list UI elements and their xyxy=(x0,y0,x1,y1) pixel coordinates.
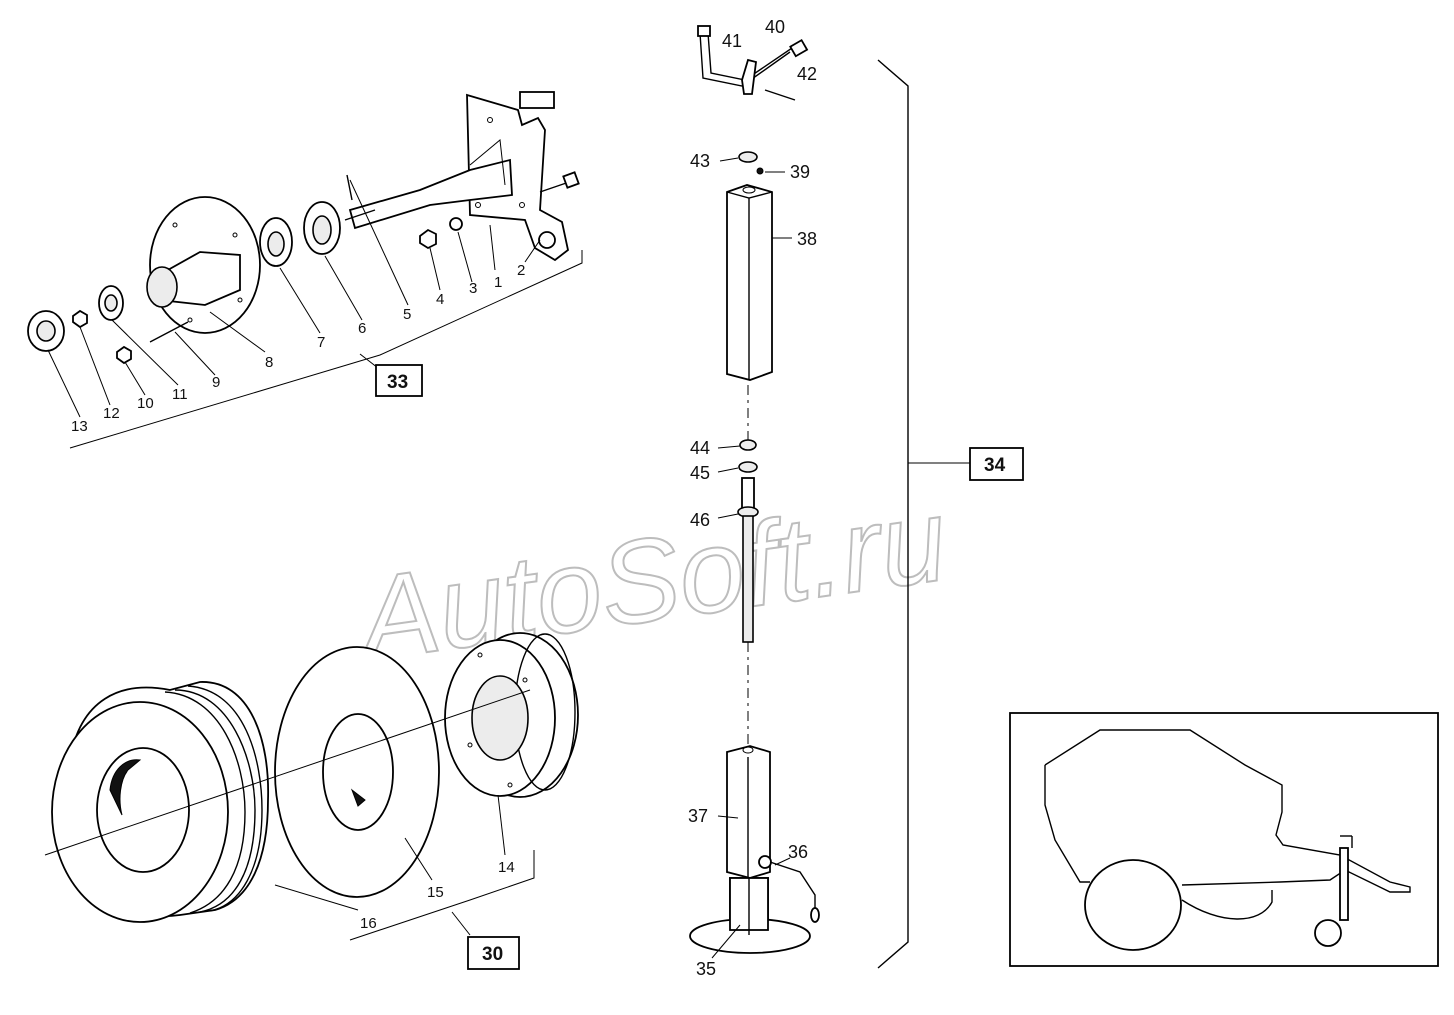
axle-bolt xyxy=(344,209,376,221)
part-label-45: 45 xyxy=(690,463,710,483)
part-label-5: 5 xyxy=(403,306,411,323)
part-label-40: 40 xyxy=(765,17,785,37)
svg-text:AutoSoft.ru: AutoSoft.ru xyxy=(345,473,954,687)
group-label-33: 33 xyxy=(387,372,408,393)
part-label-11: 11 xyxy=(172,386,188,403)
group-label-34: 34 xyxy=(984,455,1006,476)
group-33-box xyxy=(375,364,423,397)
part-label-13: 13 xyxy=(71,418,88,435)
inset-frame xyxy=(1009,712,1439,967)
jack-stand-group: 41 40 42 43 39 38 44 45 46 xyxy=(688,17,1024,979)
watermark: AutoSoft.ru xyxy=(344,472,955,688)
part-label-38: 38 xyxy=(797,229,817,249)
part-label-1: 1 xyxy=(494,274,502,291)
group-33-bracket xyxy=(69,250,583,449)
handle-grip-40 xyxy=(789,38,809,58)
castle-nut-12 xyxy=(72,309,88,329)
part-label-37: 37 xyxy=(688,806,708,826)
axle-arm xyxy=(348,158,513,230)
nut-4 xyxy=(419,228,437,250)
crank-handle-41 xyxy=(699,32,791,87)
grease-nipple-39 xyxy=(756,167,764,175)
part-label-36: 36 xyxy=(788,842,808,862)
part-label-35: 35 xyxy=(696,959,716,979)
part-label-10: 10 xyxy=(137,395,154,412)
part-label-8: 8 xyxy=(265,354,273,371)
part-label-15: 15 xyxy=(427,884,444,901)
part-label-41: 41 xyxy=(722,31,742,51)
group-34-box xyxy=(969,447,1024,481)
wheel-group: 16 15 14 30 xyxy=(44,632,579,970)
group-34-bracket xyxy=(877,59,909,969)
part-label-12: 12 xyxy=(103,405,120,422)
spindle-collar-46 xyxy=(741,477,755,509)
washer-43 xyxy=(738,151,758,163)
wheel-stud-9 xyxy=(149,321,189,343)
hub-assembly-group: 1 2 3 4 5 6 7 8 9 10 11 12 13 33 xyxy=(27,91,583,449)
part-label-2: 2 xyxy=(517,262,525,279)
mounting-bracket-plate xyxy=(466,93,569,262)
wheel-nut-10 xyxy=(116,345,132,365)
part-label-7: 7 xyxy=(317,334,325,351)
part-label-46: 46 xyxy=(690,510,710,530)
group-30-bracket xyxy=(349,850,535,941)
pin-42 xyxy=(764,89,796,101)
part-label-4: 4 xyxy=(436,291,444,308)
washer-45 xyxy=(738,461,758,473)
part-label-16: 16 xyxy=(360,915,377,932)
split-pin xyxy=(346,174,353,201)
threaded-spindle xyxy=(742,515,754,643)
part-label-42: 42 xyxy=(797,64,817,84)
inset-jack xyxy=(1339,847,1349,921)
group-label-30: 30 xyxy=(482,944,503,965)
inset-wheel xyxy=(1084,859,1182,951)
washer-3 xyxy=(449,217,463,231)
group-30-box xyxy=(467,936,520,970)
bush-44 xyxy=(739,439,757,451)
part-label-43: 43 xyxy=(690,151,710,171)
part-label-3: 3 xyxy=(469,280,477,297)
locking-pin-36 xyxy=(758,855,772,869)
part-label-39: 39 xyxy=(790,162,810,182)
part-label-6: 6 xyxy=(358,320,366,337)
part-label-44: 44 xyxy=(690,438,710,458)
location-inset xyxy=(1009,712,1439,967)
bracket-tab xyxy=(519,91,555,109)
part-label-14: 14 xyxy=(498,859,515,876)
part-label-9: 9 xyxy=(212,374,220,391)
bracket-hole xyxy=(538,231,556,249)
